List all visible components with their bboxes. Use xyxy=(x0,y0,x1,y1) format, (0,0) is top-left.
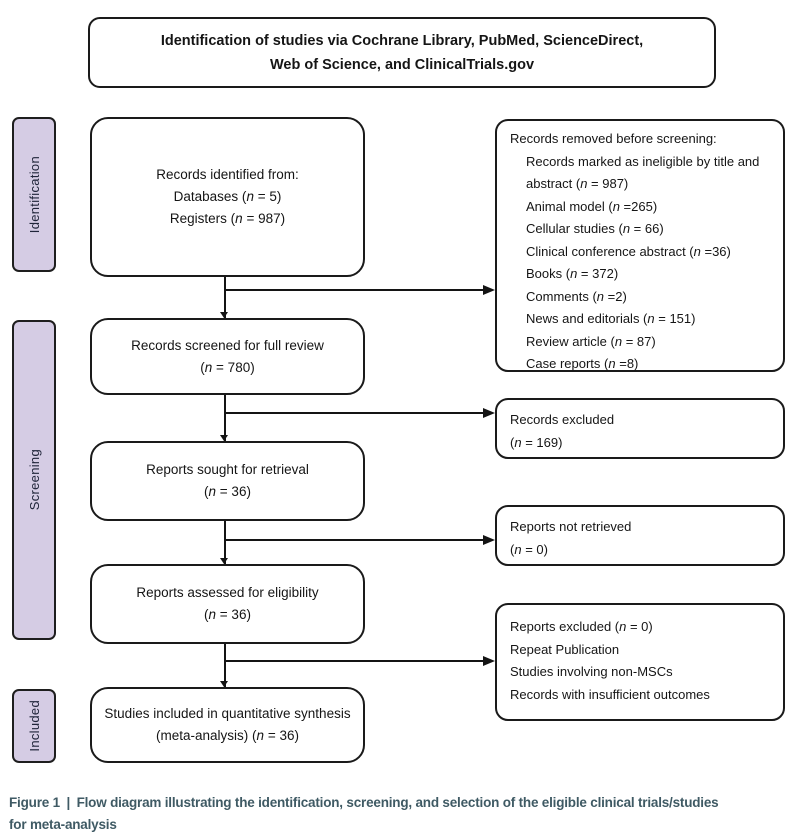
connector-sought-to-assessed xyxy=(224,521,226,564)
text-line: Records excluded xyxy=(510,412,615,427)
text-line: (meta-analysis) (n = 36) xyxy=(156,728,299,743)
text-line: Reports sought for retrieval xyxy=(146,462,309,477)
connector-to-reports-not-retrieved xyxy=(226,539,483,541)
box-records-screened: Records screened for full review (n = 780… xyxy=(90,318,365,395)
text-line: Comments (n =2) xyxy=(526,288,627,304)
text-line: Studies included in quantitative synthes… xyxy=(104,706,351,721)
text-line: Review article (n = 87) xyxy=(526,333,656,349)
box-reports-not-retrieved: Reports not retrieved (n = 0) xyxy=(495,505,785,566)
text-line: (n = 36) xyxy=(204,607,251,622)
connector-to-reports-excluded xyxy=(226,660,483,662)
text-line: Clinical conference abstract (n =36) xyxy=(526,243,731,259)
text-line: Repeat Publication xyxy=(510,641,620,657)
text-line: News and editorials (n = 151) xyxy=(526,311,696,326)
text-line: Identification of studies via Cochrane L… xyxy=(160,32,644,49)
down-arrowhead-included xyxy=(220,681,228,687)
text-line: (n = 780) xyxy=(200,359,255,375)
text-line: Web of Science, and ClinicalTrials.gov xyxy=(269,56,535,73)
connector-to-records-excluded xyxy=(226,412,483,414)
text-line: Figure 1 | Flow diagram illustrating the… xyxy=(9,795,719,810)
connector-assessed-to-included xyxy=(224,644,226,687)
text-line: Databases (n = 5) xyxy=(173,189,282,204)
text-line: Reports assessed for eligibility xyxy=(136,585,319,600)
box-records-removed: Records removed before screening: Records… xyxy=(495,119,785,372)
text-line: Records with insufficient outcomes xyxy=(510,686,710,702)
text-line: (n = 36) xyxy=(204,484,251,499)
connector-identified-to-screened xyxy=(224,277,226,318)
connector-to-records-removed xyxy=(226,289,483,291)
figure-caption: Figure 1 | Flow diagram illustrating the… xyxy=(9,792,799,836)
box-reports-assessed: Reports assessed for eligibility (n = 36) xyxy=(90,564,365,644)
text-line: Records screened for full review xyxy=(131,337,324,353)
down-arrowhead-screened xyxy=(220,312,228,318)
text-line: Case reports (n =8) xyxy=(526,356,639,371)
text-line: for meta-analysis xyxy=(9,817,117,832)
stage-label-included-text: Included xyxy=(26,700,42,752)
down-arrowhead-assessed xyxy=(220,558,228,564)
box-records-identified: Records identified from: Databases (n = 5… xyxy=(90,117,365,277)
text-line: Studies involving non-MSCs xyxy=(510,664,673,679)
box-studies-included: Studies included in quantitative synthes… xyxy=(90,687,365,763)
box-reports-excluded: Reports excluded (n = 0) Repeat Publicati… xyxy=(495,603,785,721)
connector-screened-to-sought xyxy=(224,395,226,441)
stage-label-identification: Identification xyxy=(12,117,56,272)
box-records-excluded: Records excluded (n = 169) xyxy=(495,398,785,459)
stage-label-screening: Screening xyxy=(12,320,56,640)
text-line: Reports not retrieved xyxy=(510,519,632,534)
text-line: Records removed before screening: xyxy=(510,131,717,146)
stage-label-included: Included xyxy=(12,689,56,763)
down-arrowhead-sought xyxy=(220,435,228,441)
right-arrowhead-records-removed xyxy=(483,285,495,295)
text-line: Records identified from: xyxy=(156,167,299,182)
text-line: Animal model (n =265) xyxy=(526,198,658,214)
text-line: (n = 169) xyxy=(510,434,563,450)
text-line: (n = 0) xyxy=(510,541,548,557)
stage-label-identification-text: Identification xyxy=(26,155,42,234)
right-arrowhead-records-excluded xyxy=(483,408,495,418)
box-reports-sought: Reports sought for retrieval (n = 36) xyxy=(90,441,365,521)
title-box: Identification of studies via Cochrane L… xyxy=(88,17,716,88)
text-line: Records marked as ineligible by title an… xyxy=(526,153,760,192)
right-arrowhead-reports-not-retrieved xyxy=(483,535,495,545)
right-arrowhead-reports-excluded xyxy=(483,656,495,666)
text-line: Cellular studies (n = 66) xyxy=(526,221,664,236)
text-line: Books (n = 372) xyxy=(526,266,619,281)
stage-label-screening-text: Screening xyxy=(26,449,42,511)
text-line: Registers (n = 987) xyxy=(169,211,286,226)
text-line: Reports excluded (n = 0) xyxy=(510,619,653,634)
